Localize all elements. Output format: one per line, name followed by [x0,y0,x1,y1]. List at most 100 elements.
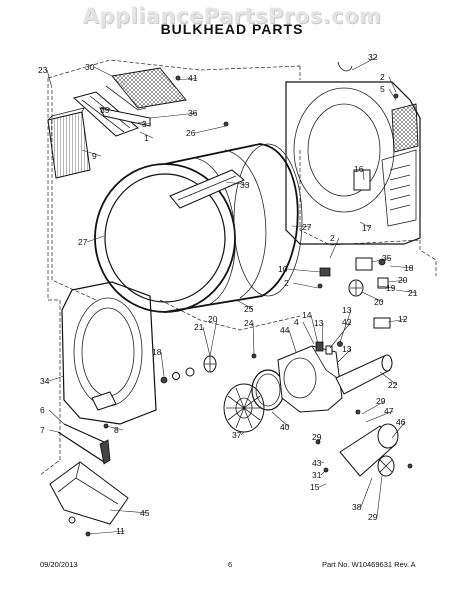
callout-46: 46 [396,417,406,427]
callout-38-leader [360,477,373,508]
callout-16: 16 [354,164,364,174]
callout-43-leader [320,461,325,464]
watermark: AppliancePartsPros.com [82,4,382,28]
callout-21a-leader [395,289,418,294]
callout-20c-leader [209,318,218,357]
callout-15-leader [318,483,327,488]
callout-43: 43 [312,458,322,468]
lint-screen-part [105,67,187,111]
callout-3-leader [137,121,152,125]
callout-13a-leader [339,309,352,343]
callout-33-leader [225,181,250,186]
footer-part-number: Part No. W10469631 Rev. A [322,560,416,569]
callout-47-leader [365,410,394,423]
callout-32: 32 [368,52,378,62]
callout-10-leader [286,268,321,273]
callout-29b: 29 [312,432,322,442]
heater-duct-part [339,423,399,477]
seal-strip-part [57,423,111,465]
callout-29c: 29 [368,512,378,522]
sensor-parts [315,341,343,355]
rear-bulkhead-part [285,61,421,245]
callout-44-leader [288,329,297,353]
callout-26: 26 [186,128,196,138]
callout-27a-leader [86,235,105,243]
screw-markers [85,75,413,537]
callout-7-leader [48,429,59,433]
callout-1: 1 [144,133,149,143]
callout-25: 25 [244,304,254,314]
page-title: BULKHEAD PARTS [160,21,304,37]
callout-24: 24 [244,318,254,328]
callout-26-leader [194,125,227,134]
callout-11-leader [87,530,126,535]
callout-18a-leader [389,265,414,269]
callout-41-leader [177,77,198,81]
callout-9: 9 [92,151,97,161]
callout-12: 12 [398,314,408,324]
lint-housing-part [72,91,151,137]
motor-bracket-part [319,257,391,329]
callout-35-leader [371,257,392,263]
callout-45: 45 [140,508,150,518]
callout-13b-leader [321,322,324,347]
callout-30-leader [93,66,113,77]
callout-39-leader [108,107,111,111]
callout-46-leader [391,421,406,439]
callout-19: 19 [386,283,396,293]
callout-18a: 18 [404,263,414,273]
callout-42: 42 [342,317,352,327]
callout-42-leader [329,321,352,349]
callout-44: 44 [280,325,290,335]
callout-4-leader [302,321,315,345]
callout-20c: 20 [208,314,218,324]
callout-5: 5 [380,84,385,94]
front-bulkhead-part [61,281,157,425]
callout-14: 14 [302,310,312,320]
callout-20a-leader [387,279,408,283]
callout-47: 47 [384,406,394,416]
callout-2b: 2 [330,233,335,243]
callout-1-leader [139,131,154,139]
callout-35: 35 [382,253,392,263]
callout-29b-leader [317,436,322,445]
callout-13a: 13 [342,305,352,315]
callout-21b: 21 [194,322,204,332]
callout-31-leader [320,469,327,476]
callout-6-leader [48,409,65,425]
callout-20b: 20 [374,297,384,307]
assembly-outline [39,59,301,476]
callout-9-leader [81,149,102,157]
callout-36: 36 [188,108,198,118]
small-hardware-left [160,355,217,384]
blower-wheel-part [223,383,265,433]
footer-page-number: 6 [228,560,233,569]
callout-39: 39 [100,105,110,115]
callout-38: 38 [352,502,362,512]
callout-13c: 13 [342,344,352,354]
footer-date: 09/20/2013 [40,560,78,569]
callout-27b-leader [291,225,312,228]
callout-8-leader [105,425,124,431]
callout-7: 7 [40,425,45,435]
callout-31: 31 [312,470,322,480]
callout-22: 22 [388,380,398,390]
callout-45-leader [109,509,150,514]
callout-15: 15 [310,482,320,492]
callout-27b: 27 [302,222,312,232]
callout-2c-leader [292,282,319,289]
callout-18b-leader [160,351,165,377]
callout-19-leader [377,285,396,289]
callout-14-leader [310,314,319,345]
callout-21b-leader [202,326,211,357]
callout-29a: 29 [376,396,386,406]
callout-34-leader [48,375,65,382]
callout-37: 37 [232,430,242,440]
callout-36-leader [149,112,198,119]
callout-3: 3 [142,119,147,129]
callout-11: 11 [116,526,125,536]
callout-5-leader [388,88,397,101]
callout-12-leader [387,318,408,323]
callout-22-leader [379,371,398,386]
